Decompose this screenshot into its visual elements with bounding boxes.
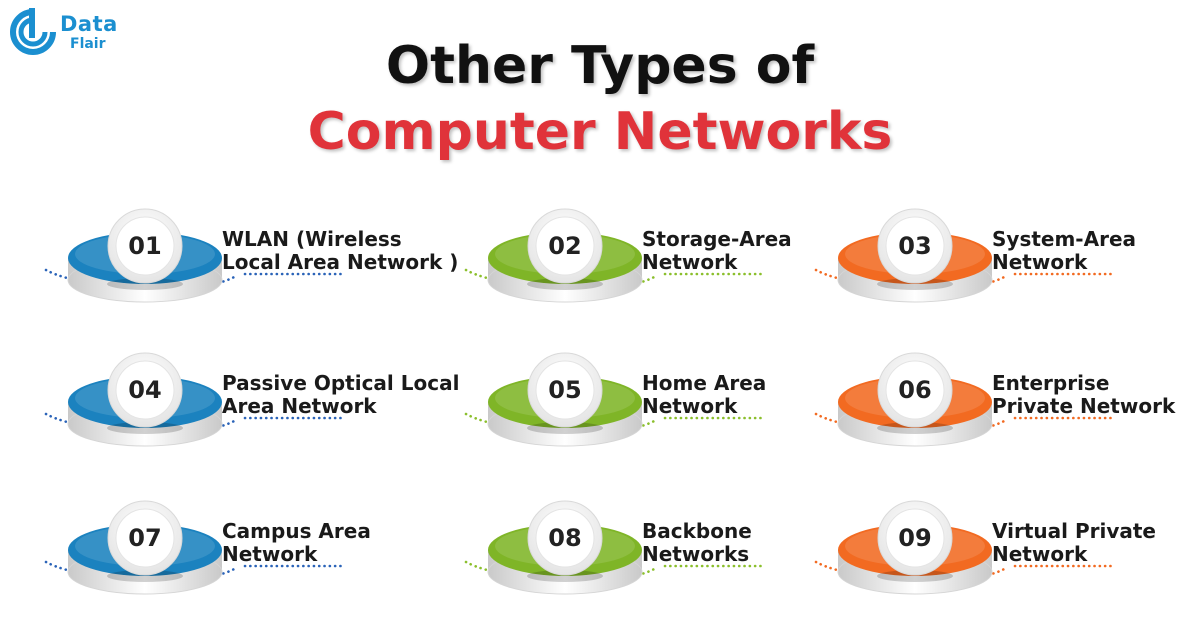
pedestal-icon — [487, 500, 643, 595]
network-type-item-05: 05 Home Area Network — [464, 332, 850, 457]
item-label-line1: WLAN (Wireless — [222, 227, 402, 251]
item-label-line1: Passive Optical Local — [222, 371, 460, 395]
item-label-line2: Networks — [642, 542, 750, 566]
item-label: Passive Optical Local Area Network — [222, 372, 482, 418]
item-label: Campus Area Network — [222, 520, 482, 566]
network-type-item-08: 08 Backbone Networks — [464, 480, 850, 605]
item-label-line1: Enterprise — [992, 371, 1110, 395]
item-label: System-Area Network — [992, 228, 1200, 274]
item-label: Home Area Network — [642, 372, 902, 418]
pedestal-icon — [67, 208, 223, 303]
item-label: Enterprise Private Network — [992, 372, 1200, 418]
network-type-item-07: 07 Campus Area Network — [44, 480, 430, 605]
item-label-line2: Area Network — [222, 394, 377, 418]
pedestal-icon — [837, 208, 993, 303]
pedestal-icon — [67, 500, 223, 595]
item-label: Virtual Private Network — [992, 520, 1200, 566]
item-label-line1: Virtual Private — [992, 519, 1156, 543]
network-type-item-04: 04 Passive Optical Local Area Network — [44, 332, 459, 457]
pedestal-icon — [67, 352, 223, 447]
network-type-item-02: 02 Storage-Area Network — [464, 188, 850, 313]
item-label-line2: Private Network — [992, 394, 1176, 418]
item-label-line1: Backbone — [642, 519, 752, 543]
item-label-line2: Network — [642, 250, 738, 274]
item-label-line2: Network — [642, 394, 738, 418]
item-label-line2: Network — [992, 250, 1088, 274]
pedestal-icon — [837, 352, 993, 447]
page-title-line2: Computer Networks — [307, 102, 893, 162]
item-label-line1: System-Area — [992, 227, 1137, 251]
item-label-line1: Home Area — [642, 371, 767, 395]
item-label-line2: Network — [992, 542, 1088, 566]
item-label: WLAN (Wireless Local Area Network ) — [222, 228, 482, 274]
pedestal-icon — [487, 352, 643, 447]
logo-text-flair: Flair — [70, 36, 106, 52]
network-type-item-03: 03 System-Area Network — [814, 188, 1200, 313]
pedestal-icon — [487, 208, 643, 303]
item-label-line2: Network — [222, 542, 318, 566]
item-label: Storage-Area Network — [642, 228, 902, 274]
logo: Data Flair — [8, 6, 128, 60]
pedestal-icon — [837, 500, 993, 595]
network-type-item-06: 06 Enterprise Private Network — [814, 332, 1200, 457]
network-type-item-09: 09 Virtual Private Network — [814, 480, 1200, 605]
item-label-line1: Campus Area — [222, 519, 371, 543]
item-label-line2: Local Area Network ) — [222, 250, 459, 274]
logo-text-data: Data — [60, 12, 118, 36]
item-label-line1: Storage-Area — [642, 227, 792, 251]
page-title-line1: Other Types of — [385, 36, 815, 96]
item-label: Backbone Networks — [642, 520, 902, 566]
logo-icon — [10, 8, 56, 55]
network-type-item-01: 01 WLAN (Wireless Local Area Network ) — [44, 188, 458, 313]
